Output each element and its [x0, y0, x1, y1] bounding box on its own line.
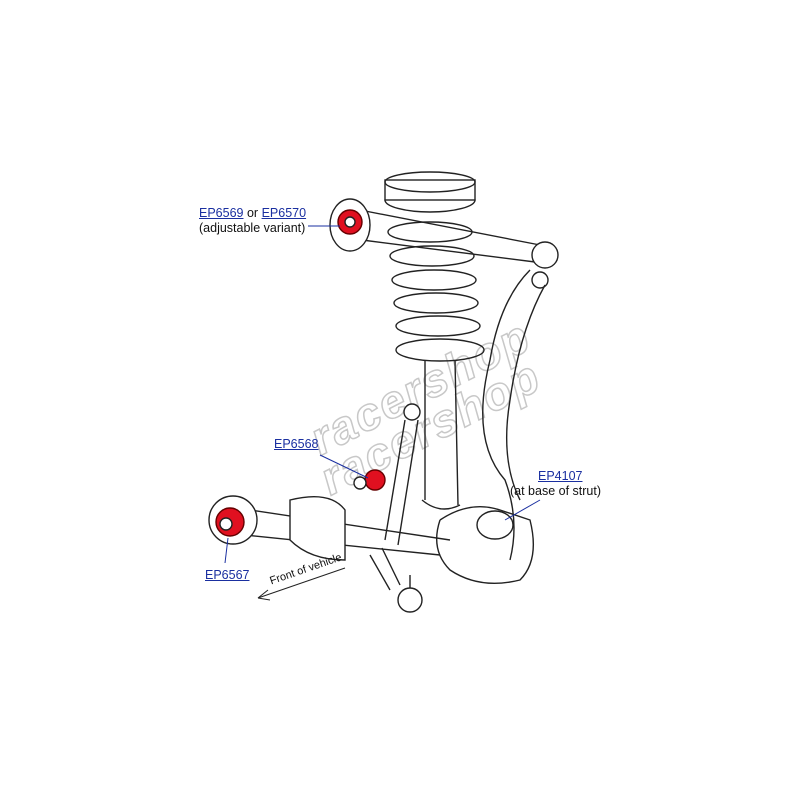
tie-link: [369, 403, 421, 591]
link-ep6569[interactable]: EP6569: [199, 206, 244, 220]
link-ep4107[interactable]: EP4107: [538, 469, 583, 483]
upper-arm: [329, 198, 559, 289]
label-tie-link: EP6568: [274, 437, 318, 452]
link-ep6568[interactable]: EP6568: [274, 437, 319, 451]
link-ep6567[interactable]: EP6567: [205, 568, 250, 582]
bushing-ep6567: [215, 507, 245, 537]
note-adjustable: (adjustable variant): [199, 221, 306, 235]
label-or: or: [246, 206, 259, 220]
leader-lines: [224, 225, 541, 564]
coil-spring: [384, 171, 485, 362]
knuckle: [397, 269, 546, 613]
note-strut-base: (at base of strut): [510, 484, 602, 498]
label-strut-base: EP4107 (at base of strut): [510, 469, 601, 499]
label-upper-arm: EP6569 or EP6570 (adjustable variant): [199, 206, 306, 236]
label-lower-arm: EP6567: [205, 568, 249, 583]
lower-arm: [208, 495, 451, 561]
front-arrow: [257, 567, 346, 601]
bushing-ep6568: [353, 469, 386, 491]
link-ep6570[interactable]: EP6570: [261, 206, 307, 220]
bushing-ep6569: [337, 209, 363, 235]
strut: [421, 359, 461, 510]
